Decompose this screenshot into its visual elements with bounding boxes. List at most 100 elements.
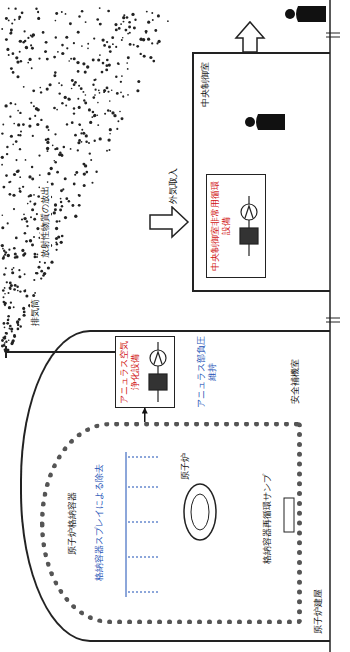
plume-dot bbox=[73, 112, 75, 114]
plume-dot bbox=[20, 60, 23, 63]
plume-dot bbox=[12, 339, 15, 342]
plume-dot bbox=[33, 203, 35, 205]
plume-dot bbox=[10, 67, 13, 70]
node-label: 原子炉建屋 bbox=[313, 589, 324, 634]
plume-dot bbox=[36, 123, 39, 126]
plume-dot bbox=[111, 36, 114, 39]
plume-dot bbox=[78, 106, 81, 109]
plume-dot bbox=[15, 140, 18, 143]
plume-dot bbox=[73, 83, 76, 86]
plume-dot bbox=[19, 290, 21, 292]
plume-dot bbox=[129, 32, 131, 34]
plume-dot bbox=[34, 202, 37, 205]
plume-dot bbox=[30, 102, 32, 104]
plume-dot bbox=[12, 194, 15, 197]
plume-dot bbox=[34, 256, 37, 259]
plume-dot bbox=[4, 303, 6, 305]
plume-dot bbox=[55, 12, 58, 15]
plume-dot bbox=[3, 250, 5, 252]
plume-dot bbox=[107, 91, 109, 93]
plume-dot bbox=[2, 248, 4, 250]
plume-dot bbox=[17, 123, 20, 126]
plume-dot bbox=[11, 271, 14, 274]
plume-dot bbox=[56, 109, 58, 111]
plume-dot bbox=[34, 292, 36, 294]
plume-dot bbox=[98, 89, 100, 91]
plume-dot bbox=[111, 111, 114, 114]
plume-dot bbox=[8, 339, 10, 341]
intake-label: 外気取入 bbox=[168, 166, 179, 206]
exhaust-stack bbox=[6, 346, 115, 358]
plume-note: 放射性物質の放出 bbox=[40, 184, 51, 260]
node-label: アニュラス空気浄化設備 bbox=[119, 340, 142, 404]
plume-dot bbox=[34, 204, 36, 206]
plume-dot bbox=[63, 146, 66, 149]
plume-dot bbox=[109, 133, 111, 135]
plume-dot bbox=[33, 236, 35, 238]
plume-dot bbox=[1, 226, 4, 229]
plume-dot bbox=[66, 123, 68, 125]
plume-dot bbox=[96, 18, 99, 21]
plume-dot bbox=[27, 37, 29, 39]
plume-dot bbox=[123, 21, 125, 23]
plume-dot bbox=[17, 110, 19, 112]
plume-dot bbox=[10, 342, 13, 345]
recirculation-sump bbox=[284, 498, 294, 532]
plume-dot bbox=[17, 328, 20, 331]
plume-dot bbox=[30, 44, 32, 46]
plume-dot bbox=[36, 272, 39, 275]
plume-dot bbox=[149, 56, 152, 59]
control-room-filter-unit: 中央制御室非常用循環設備 bbox=[206, 174, 266, 278]
plume-dot bbox=[31, 67, 33, 69]
spray-note: 格納容器スプレイによる除去 bbox=[94, 444, 105, 600]
plume-dot bbox=[44, 50, 47, 53]
plume-dot bbox=[101, 71, 104, 74]
plume-dot bbox=[74, 134, 77, 137]
plume-dot bbox=[106, 59, 109, 62]
plume-dot bbox=[116, 128, 118, 130]
plume-dot bbox=[6, 322, 9, 325]
plume-dot bbox=[46, 125, 49, 128]
plume-dot bbox=[77, 70, 80, 73]
plume-dot bbox=[7, 254, 10, 257]
plume-dot bbox=[115, 46, 117, 48]
plume-dot bbox=[126, 16, 129, 19]
plume-dot bbox=[19, 176, 21, 178]
plume-dot bbox=[147, 21, 150, 24]
plume-dot bbox=[47, 150, 49, 152]
plume-dot bbox=[49, 83, 52, 86]
plume-dot bbox=[61, 84, 63, 86]
plume-dot bbox=[61, 205, 63, 207]
plume-dot bbox=[59, 209, 62, 212]
plume-dot bbox=[70, 148, 72, 150]
plume-dot bbox=[13, 267, 15, 269]
plume-dot bbox=[9, 287, 11, 289]
plume-dot bbox=[31, 166, 33, 168]
plume-dot bbox=[133, 44, 135, 46]
plume-dot bbox=[37, 11, 39, 13]
plume-dot bbox=[33, 194, 35, 196]
plume-dot bbox=[13, 123, 15, 125]
plume-dot bbox=[61, 11, 63, 13]
plume-dot bbox=[4, 302, 7, 305]
plume-dot bbox=[109, 110, 111, 112]
plume-dot bbox=[93, 114, 96, 117]
plume-dot bbox=[94, 94, 96, 96]
plume-dot bbox=[120, 81, 122, 83]
plume-dot bbox=[1, 132, 3, 134]
plume-dot bbox=[29, 201, 31, 203]
node-label: 中央制御室非常用循環設備 bbox=[210, 178, 233, 274]
plume-dot bbox=[6, 153, 8, 155]
plume-dot bbox=[2, 289, 5, 292]
plume-dot bbox=[25, 294, 28, 297]
node-label: 中央制御室 bbox=[200, 62, 211, 107]
plume-dot bbox=[112, 43, 114, 45]
control-building: 中央制御室中央制御室非常用循環設備 bbox=[192, 52, 330, 292]
plume-dot bbox=[35, 8, 37, 10]
plume-dot bbox=[143, 55, 146, 58]
plume-dot bbox=[83, 184, 86, 187]
plume-dot bbox=[75, 171, 78, 174]
plume-dot bbox=[18, 15, 21, 18]
plume-dot bbox=[1, 244, 4, 247]
